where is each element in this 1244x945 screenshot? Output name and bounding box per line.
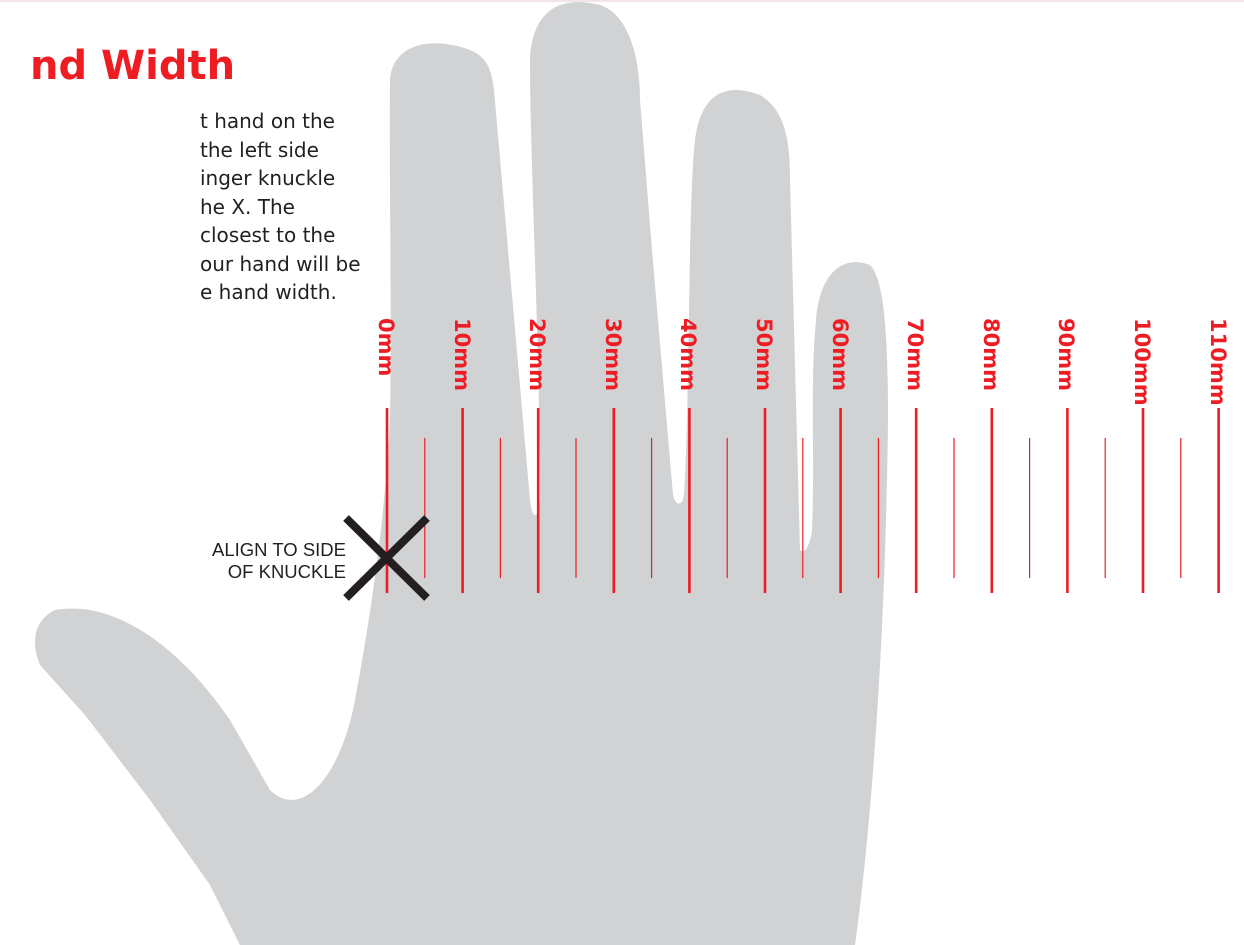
instruction-line: inger knuckle (200, 164, 360, 193)
ruler-tick-label: 70mm (903, 318, 927, 391)
ruler-tick-label: 80mm (979, 318, 1003, 391)
ruler-tick-label: 30mm (601, 318, 625, 391)
ruler-tick-label: 50mm (752, 318, 776, 391)
ruler-tick-label: 0mm (374, 318, 398, 376)
ruler-tick-label: 10mm (450, 318, 474, 391)
ruler-tick-label: 20mm (525, 318, 549, 391)
instruction-line: our hand will be (200, 250, 360, 279)
align-label-line: OF KNUCKLE (150, 561, 346, 583)
instruction-line: he X. The (200, 193, 360, 222)
align-label-line: ALIGN TO SIDE (150, 539, 346, 561)
instruction-line: e hand width. (200, 278, 360, 307)
ruler-tick-label: 100mm (1130, 318, 1154, 406)
instruction-line: closest to the (200, 221, 360, 250)
ruler-tick-label: 40mm (676, 318, 700, 391)
ruler-tick-label: 90mm (1054, 318, 1078, 391)
instruction-line: t hand on the (200, 107, 360, 136)
align-instruction-label: ALIGN TO SIDE OF KNUCKLE (150, 539, 346, 583)
instruction-line: the left side (200, 136, 360, 165)
ruler-tick-label: 110mm (1206, 318, 1230, 406)
instructions-text: t hand on the the left side inger knuckl… (200, 107, 360, 307)
page-title: nd Width (30, 38, 235, 94)
ruler-tick-label: 60mm (828, 318, 852, 391)
